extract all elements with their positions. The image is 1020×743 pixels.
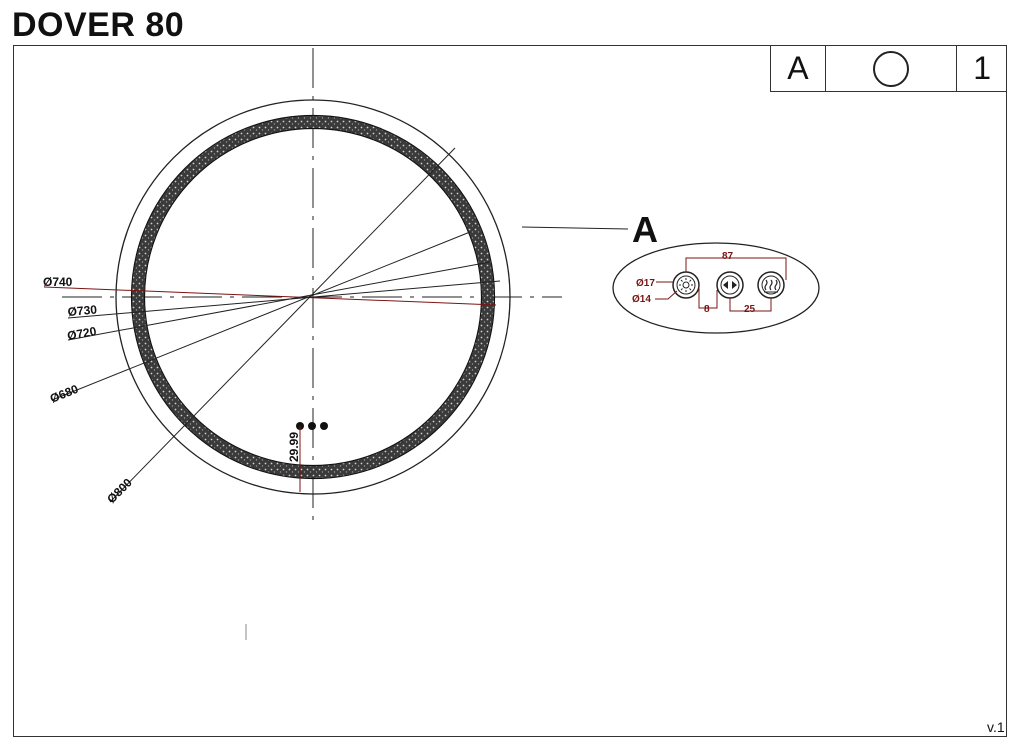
leader-d740: [43, 286, 497, 306]
led-ring-outer-edge: [130, 114, 496, 480]
dim-gap-8: [698, 285, 718, 309]
label-gap-8: 8: [704, 304, 710, 315]
title-block: A 1: [770, 46, 1007, 92]
heat-icon: [764, 279, 778, 291]
leader-d680: [51, 231, 471, 401]
touch-dot-2: [308, 422, 316, 430]
outer-ring: [115, 99, 511, 495]
label-d740: Ø740: [43, 275, 73, 289]
leader-d730: [67, 280, 501, 319]
led-ring-inner-edge: [143, 127, 483, 467]
title-block-shape: [826, 46, 958, 91]
touch-dot-3: [320, 422, 328, 430]
title-block-sheet: 1: [973, 50, 991, 86]
label-d680: Ø680: [48, 382, 81, 406]
dim-pitch-25: [729, 298, 772, 312]
leader-d720: [67, 261, 491, 341]
leader-d14: [655, 290, 678, 300]
label-d14: Ø14: [632, 294, 651, 305]
dim-width-87: [685, 257, 787, 280]
title-block-variant: A: [771, 46, 826, 91]
detail-outline: [612, 242, 820, 334]
label-pitch-25: 25: [744, 304, 756, 315]
label-width-87: 87: [722, 251, 734, 262]
label-d17: Ø17: [636, 278, 655, 289]
label-d730: Ø730: [67, 302, 98, 319]
drawing-frame: [13, 45, 1007, 737]
label-d720: Ø720: [66, 324, 98, 343]
led-ring: [132, 116, 494, 478]
drawing-title: DOVER 80: [12, 6, 185, 44]
detail-label: A: [632, 209, 658, 250]
label-d800: Ø800: [104, 475, 135, 506]
leader-d800: [109, 147, 456, 503]
detail-leader: [521, 226, 629, 230]
sun-icon: [679, 278, 693, 292]
version-label: v.1: [987, 719, 1005, 735]
label-dot-spacing: 29.99: [287, 432, 301, 462]
arrows-icon: [723, 281, 737, 289]
circle-icon: [872, 50, 909, 87]
